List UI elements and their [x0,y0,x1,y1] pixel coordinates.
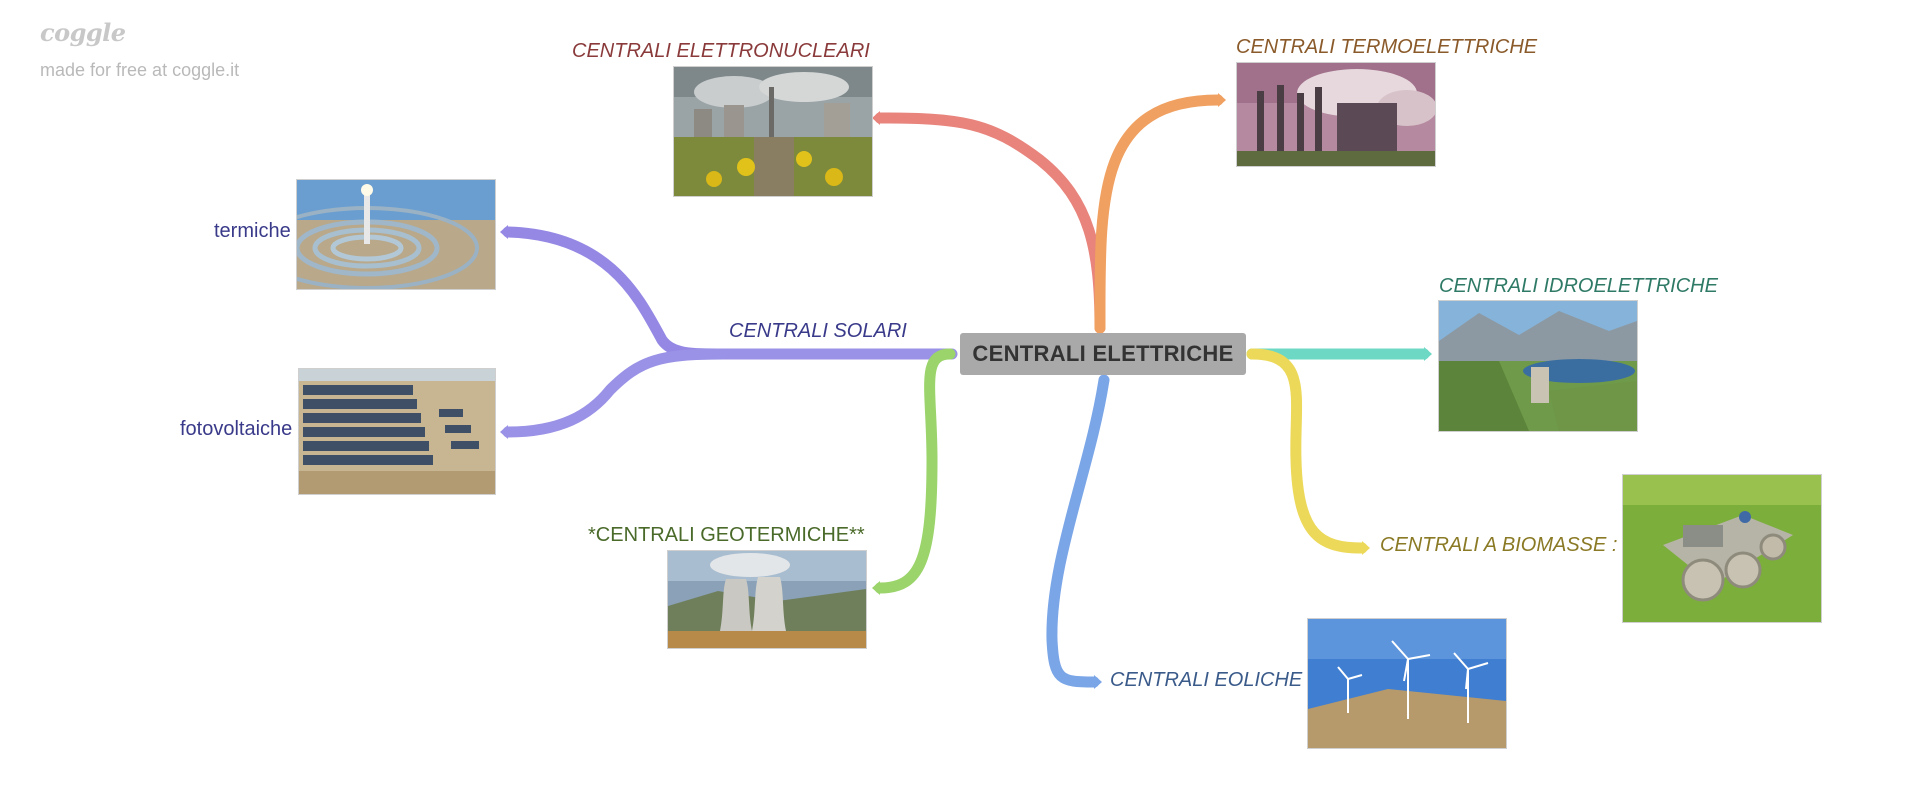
label-eoliche[interactable]: CENTRALI EOLICHE [1110,669,1303,691]
connector-elettronucleari [874,112,1106,334]
coggle-logo: coggle [40,18,126,47]
label-termiche[interactable]: termiche [214,220,291,242]
connector-geotermiche [874,348,956,594]
label-biomasse[interactable]: CENTRALI A BIOMASSE : [1380,534,1618,556]
photo-nuclear-plant [673,66,873,197]
label-termoelettriche[interactable]: CENTRALI TERMOELETTRICHE [1236,36,1538,58]
photo-biomass-plant [1622,474,1822,623]
photo-hydro-dam [1438,300,1638,432]
photo-geothermal-plant [667,550,867,649]
connector-fotovoltaiche [502,348,730,438]
label-idroelettriche[interactable]: CENTRALI IDROELETTRICHE [1439,275,1718,297]
connector-termoelettriche [1094,94,1224,334]
connector-termiche [502,226,730,360]
coggle-credit: made for free at coggle.it [40,60,240,80]
connector-eoliche [1046,374,1110,688]
photo-thermal-plant [1236,62,1436,167]
label-fotovoltaiche[interactable]: fotovoltaiche [180,418,293,440]
label-geotermiche[interactable]: *CENTRALI GEOTERMICHE** [588,524,865,546]
central-node[interactable]: CENTRALI ELETTRICHE [960,333,1246,375]
photo-solar-thermal [296,179,496,290]
photo-wind-turbines [1307,618,1507,749]
connector-biomasse [1246,348,1368,554]
label-solari[interactable]: CENTRALI SOLARI [729,320,907,342]
label-elettronucleari[interactable]: CENTRALI ELETTRONUCLEARI [572,40,870,62]
photo-photovoltaic [298,368,496,495]
